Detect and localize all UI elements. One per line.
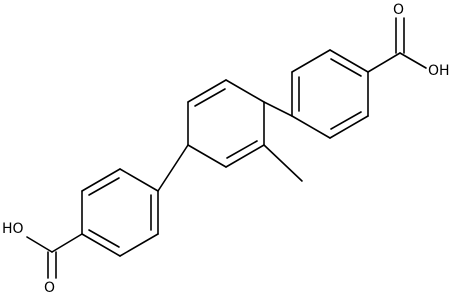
bottom-benzoic-ring <box>81 168 159 257</box>
central-ring <box>187 79 265 168</box>
bottom-acid-oxygen-label: O <box>44 280 55 296</box>
top-benzoic-ring <box>291 49 369 139</box>
top-acid-oxygen-label: O <box>393 2 404 18</box>
bottom-carboxyl-group: HO O <box>2 221 83 296</box>
biaryl-bond-lower <box>157 144 189 192</box>
biaryl-bond-upper <box>263 101 293 117</box>
top-carboxyl-group: O OH <box>367 2 450 79</box>
top-acid-hydroxyl-label: OH <box>428 63 450 79</box>
bottom-acid-hydroxyl-label: HO <box>2 221 24 237</box>
methyl-bond <box>263 144 303 182</box>
